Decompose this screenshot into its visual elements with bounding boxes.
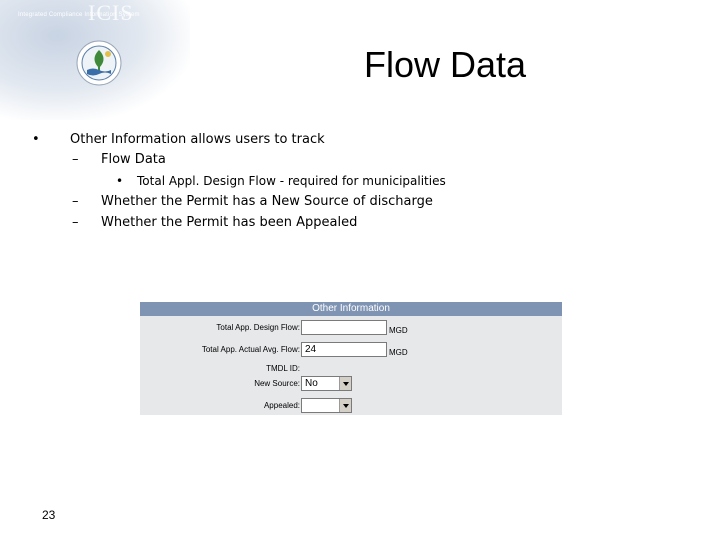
page-number: 23	[42, 508, 56, 522]
epa-seal-icon	[76, 40, 122, 86]
brand-line: Integrated Compliance Information System	[18, 12, 140, 18]
bullet-item: – Whether the Permit has been Appealed	[72, 215, 357, 230]
bullet-marker: –	[72, 194, 79, 209]
bullet-marker: –	[72, 215, 79, 230]
tmdl-id-label: TMDL ID:	[266, 364, 300, 373]
actual-flow-input[interactable]: 24	[301, 342, 387, 357]
bullet-text: Other Information allows users to track	[70, 132, 325, 147]
bullet-marker: •	[116, 174, 124, 188]
slide-title: Flow Data	[363, 44, 527, 85]
design-flow-input[interactable]	[301, 320, 387, 335]
new-source-label: New Source:	[254, 379, 300, 388]
bullet-text: Whether the Permit has been Appealed	[101, 215, 358, 230]
appealed-label: Appealed:	[263, 401, 300, 410]
new-source-select[interactable]: No	[301, 376, 352, 391]
bullet-item: – Flow Data	[72, 152, 166, 167]
design-flow-unit: MGD	[389, 326, 408, 335]
bullet-text: Total Appl. Design Flow - required for m…	[137, 174, 446, 188]
bullet-marker: •	[32, 132, 40, 147]
brand-ghost-text: ICIS	[88, 0, 134, 25]
bullet-marker: –	[72, 152, 79, 167]
actual-flow-unit: MGD	[389, 348, 408, 357]
chevron-down-icon[interactable]	[339, 399, 351, 412]
chevron-down-icon[interactable]	[339, 377, 351, 390]
bullet-text: Flow Data	[101, 152, 166, 167]
bullet-item: • Other Information allows users to trac…	[32, 132, 325, 147]
other-information-panel: Other Information Total App. Design Flow…	[140, 302, 562, 415]
panel-header: Other Information	[140, 302, 562, 316]
appealed-select[interactable]	[301, 398, 352, 413]
bullet-text: Whether the Permit has a New Source of d…	[101, 194, 433, 209]
design-flow-label: Total App. Design Flow:	[216, 323, 300, 332]
new-source-value: No	[305, 378, 318, 389]
bullet-item: • Total Appl. Design Flow - required for…	[116, 174, 446, 188]
actual-flow-label: Total App. Actual Avg. Flow:	[201, 345, 300, 354]
bullet-item: – Whether the Permit has a New Source of…	[72, 194, 433, 209]
